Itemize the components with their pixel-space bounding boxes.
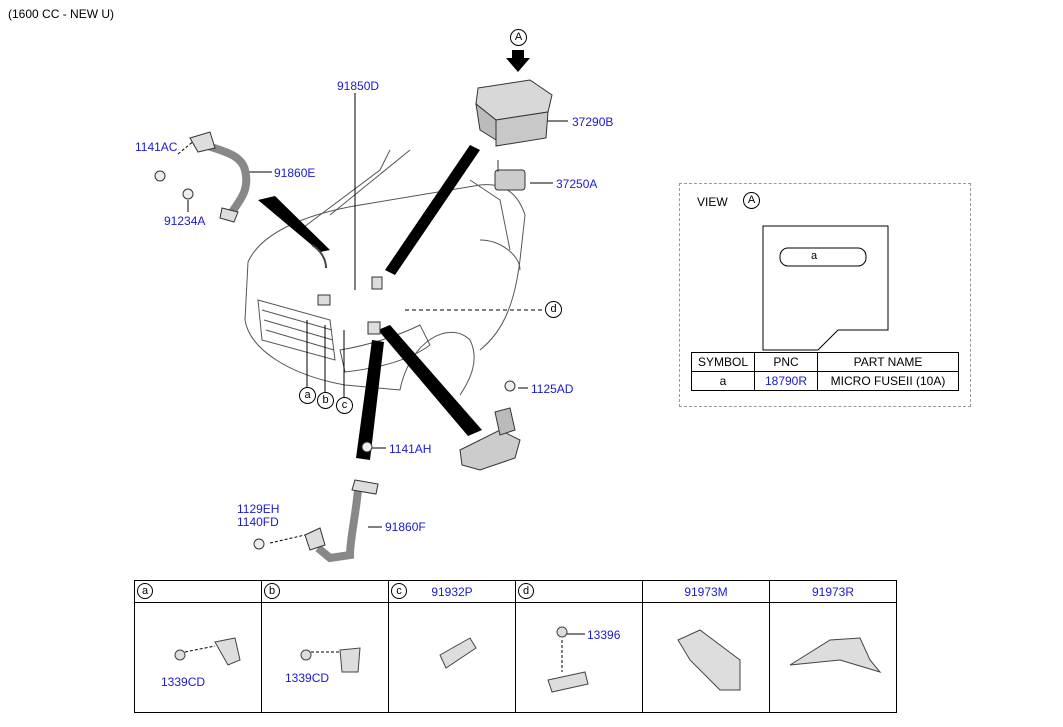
bottom-header-b: b [261, 580, 389, 603]
locator-b: b [317, 392, 334, 409]
micro-fuse-slot [779, 247, 867, 267]
legend-header-pnc: PNC [754, 352, 818, 372]
view-title: VIEW [697, 195, 728, 209]
bottom-header-91973m: 91973M [642, 580, 770, 603]
bottom-cell-91973m [642, 602, 770, 713]
bottom-cell-a [134, 602, 262, 713]
bottom-header-a: a [134, 580, 262, 603]
grille-outline [257, 299, 336, 361]
label-1129eh[interactable]: 1129EH [237, 502, 280, 516]
view-arrow [506, 50, 530, 72]
fuse-box-37290b [475, 79, 553, 147]
label-91234a[interactable]: 91234A [164, 214, 206, 228]
label-1125ad[interactable]: 1125AD [531, 382, 574, 396]
view-panel-letter: A [743, 192, 760, 209]
fuse-slot-label: a [811, 250, 818, 262]
legend-header-symbol: SYMBOL [691, 352, 755, 372]
car-front-outline [244, 261, 401, 391]
bottom-header-c: c 91932P [388, 580, 516, 603]
bottom-letter-c: c [391, 583, 407, 599]
bottom-cell-c [388, 602, 516, 713]
view-a-panel [679, 183, 971, 407]
bottom-pnc-91973m[interactable]: 91973M [684, 585, 728, 599]
bottom-cell-b [261, 602, 389, 713]
locator-d: d [545, 301, 562, 318]
legend-header-part-name: PART NAME [817, 352, 959, 372]
bottom-part-b[interactable]: 1339CD [285, 671, 330, 685]
bottom-letter-a: a [137, 583, 153, 599]
battery-cable-91860f [315, 489, 362, 563]
locator-a: a [299, 387, 316, 404]
label-1140fd[interactable]: 1140FD [237, 515, 279, 529]
bottom-pnc-91932p[interactable]: 91932P [431, 585, 473, 599]
bottom-part-d[interactable]: 13396 [587, 628, 621, 642]
label-91860f[interactable]: 91860F [385, 520, 426, 534]
label-91850d[interactable]: 91850D [337, 79, 380, 93]
bottom-cell-91973r [769, 602, 897, 713]
pointer-wedge-91860e [258, 196, 330, 252]
label-1141ac[interactable]: 1141AC [135, 140, 178, 154]
bottom-part-a[interactable]: 1339CD [161, 675, 206, 689]
label-37250a[interactable]: 37250A [556, 177, 598, 191]
bottom-pnc-91973r[interactable]: 91973R [811, 585, 855, 599]
label-91860e[interactable]: 91860E [274, 166, 316, 180]
car-hood-outline [247, 184, 526, 351]
legend-symbol: a [691, 371, 755, 391]
bottom-header-91973r: 91973R [769, 580, 897, 603]
windshield-line [299, 149, 391, 231]
bolt-group [154, 170, 516, 550]
locator-c: c [336, 397, 353, 414]
mirror-outline [479, 239, 521, 271]
page-title: (1600 CC - NEW U) [8, 7, 115, 21]
bottom-letter-b: b [264, 583, 280, 599]
connector-37250a [494, 160, 526, 191]
bottom-cell-d [515, 602, 643, 713]
bottom-parts-table: a b c 91932P d 91973M 91973R [134, 580, 897, 713]
legend-part-name: MICRO FUSEII (10A) [817, 371, 959, 391]
view-a-callout: A [510, 29, 527, 46]
bracket-1125ad [459, 407, 521, 471]
pointer-wedge-1125ad [378, 325, 482, 436]
bottom-letter-d: d [518, 583, 534, 599]
label-1141ah[interactable]: 1141AH [389, 442, 432, 456]
fuse-legend-table: SYMBOL PNC PART NAME a 18790R MICRO FUSE… [691, 352, 959, 391]
bottom-header-d: d [515, 580, 643, 603]
label-37290b[interactable]: 37290B [572, 115, 614, 129]
pointer-wedge-37290b [385, 145, 480, 275]
pointer-wedge-91860f [356, 340, 384, 460]
legend-pnc-link[interactable]: 18790R [754, 371, 818, 391]
